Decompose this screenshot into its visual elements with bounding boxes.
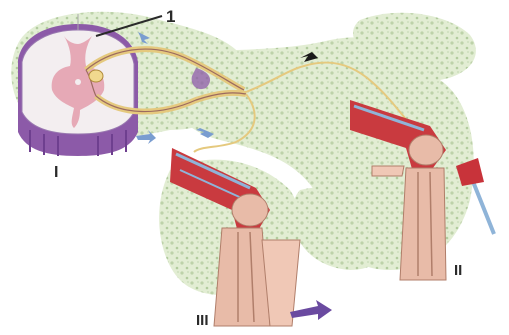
label-panel-ii: II	[454, 262, 462, 279]
label-panel-iii: III	[196, 312, 209, 329]
purple-arrow-icon	[290, 300, 332, 320]
label-marker-1: 1	[166, 7, 175, 27]
spinal-cord-section	[18, 14, 138, 156]
label-panel-i: I	[54, 164, 58, 182]
